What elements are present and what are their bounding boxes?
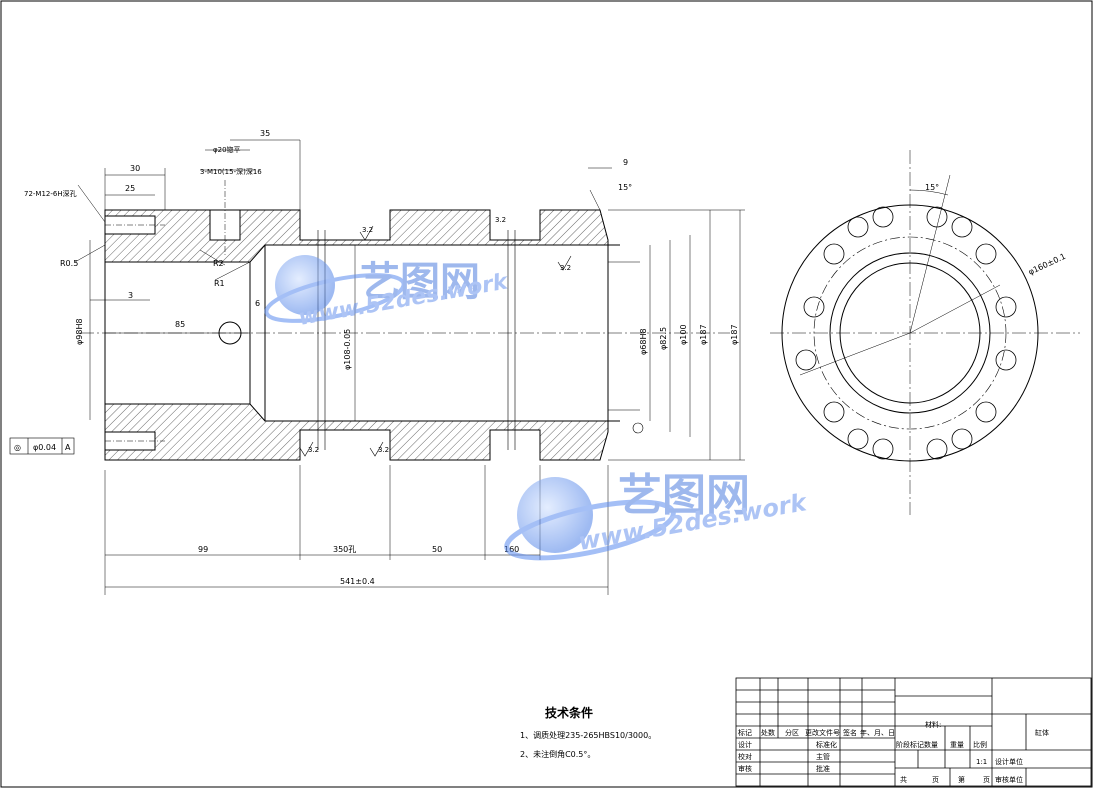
tb-cailiao: 材料: (925, 720, 941, 729)
tb-shuliang: 数量 (924, 740, 938, 749)
roughness-3: 3.2 (378, 446, 389, 454)
tb-zhuguan: 主管 (816, 752, 830, 761)
dim-30: 30 (130, 164, 140, 173)
tb-gengai: 更改文件号 (805, 728, 840, 737)
dim-3: 3 (128, 291, 133, 300)
tb-partname: 缸体 (1035, 728, 1049, 737)
watermark-brand-2: 艺图网 (618, 470, 750, 521)
dim-99: 99 (198, 545, 208, 554)
notes-line-1: 1、调质处理235-265HBS10/3000。 (520, 730, 656, 740)
watermark-brand-1: 艺图网 (360, 259, 480, 305)
section-view (80, 180, 730, 461)
dim-160: 160 (504, 545, 519, 554)
tb-biaozhunhua: 标准化 (816, 740, 837, 749)
spotface-callout: φ20锪平 (213, 145, 241, 154)
watermark-2: 艺图网 www.52des.work (504, 470, 810, 561)
dim-6: 6 (255, 299, 260, 308)
tb-jieduan: 阶段标记 (896, 740, 924, 749)
dim-dia-bore2: φ68H8 (639, 328, 648, 355)
dim-dia-82-5: φ82.5 (659, 327, 668, 350)
dim-35: 35 (260, 129, 270, 138)
dim-50: 50 (432, 545, 442, 554)
dim-dia-left: φ98H8 (75, 318, 84, 345)
roughness-5: 3.2 (495, 216, 506, 224)
roughness-1: 3.2 (362, 226, 373, 234)
dim-total-length: 541±0.4 (340, 577, 375, 586)
tb-bili: 比例 (973, 740, 987, 749)
notes-title: 技术条件 (545, 705, 593, 720)
dim-dia-bore: φ108-0.05 (343, 329, 352, 370)
dim-dia-100: φ100 (679, 324, 688, 345)
roughness-2: 3.2 (308, 446, 319, 454)
dim-angle-15: 15° (618, 183, 632, 192)
tol-datum: A (65, 443, 71, 452)
radius-r1: R1 (214, 279, 225, 288)
tb-scale: 1:1 (976, 758, 987, 766)
watermark-1: 艺图网 www.52des.work (264, 255, 511, 331)
dim-25: 25 (125, 184, 135, 193)
title-block-texts: 标记 处数 分区 更改文件号 签名 年、月、日 材料: 设计 标准化 阶段标记 … (738, 720, 1049, 784)
tol-value: φ0.04 (33, 443, 56, 452)
tb-di: 第 (958, 775, 965, 784)
tb-shendanwei: 审核单位 (995, 775, 1023, 784)
tb-shejidanwei: 设计单位 (995, 757, 1023, 766)
dimension-lines (74, 139, 745, 595)
tb-qianming: 签名 (843, 728, 857, 737)
dimension-texts: 35 30 25 9 15° 72-M12-6H深孔 φ20锪平 3-M10(1… (14, 129, 739, 586)
technical-notes: 技术条件 1、调质处理235-265HBS10/3000。 2、未注倒角C0.5… (520, 705, 656, 759)
side-angle-15: 15° (925, 183, 939, 192)
tb-sheji: 设计 (738, 740, 752, 749)
tb-chushu: 处数 (761, 728, 775, 737)
tb-zhang: 页 (932, 776, 939, 784)
symbols (9, 225, 644, 457)
tb-ye: 页 (983, 776, 990, 784)
side-view (770, 150, 1080, 515)
dim-85: 85 (175, 320, 185, 329)
radius-r2: R2 (213, 259, 224, 268)
tb-pizhun: 批准 (816, 764, 830, 773)
thread-callout: 72-M12-6H深孔 (24, 189, 77, 198)
tb-gong: 共 (900, 775, 907, 784)
tb-nianyueri: 年、月、日 (860, 728, 895, 737)
roughness-4: 3.2 (560, 264, 571, 272)
bolt-callout: 3-M10(15-深)深16 (200, 167, 262, 176)
title-block (735, 677, 1092, 787)
tb-shenhe: 审核 (738, 764, 752, 773)
dim-dia-187b: φ187 (730, 324, 739, 345)
side-pcd: φ160±0.1 (1027, 252, 1067, 277)
watermark-globe-icon (275, 255, 335, 315)
dim-350: 350孔 (333, 545, 356, 554)
tol-symbol: ◎ (14, 443, 21, 452)
side-view-texts: 15° φ160±0.1 (925, 183, 1067, 277)
tb-jiaodui: 校对 (738, 752, 752, 761)
tb-biaoji: 标记 (738, 728, 752, 737)
tb-fenqu: 分区 (785, 728, 799, 737)
dim-dia-187: φ187 (699, 324, 708, 345)
radius-r05: R0.5 (60, 259, 78, 268)
notes-line-2: 2、未注倒角C0.5°。 (520, 749, 595, 759)
dim-9: 9 (623, 158, 628, 167)
tb-zhongliang: 重量 (950, 741, 964, 749)
